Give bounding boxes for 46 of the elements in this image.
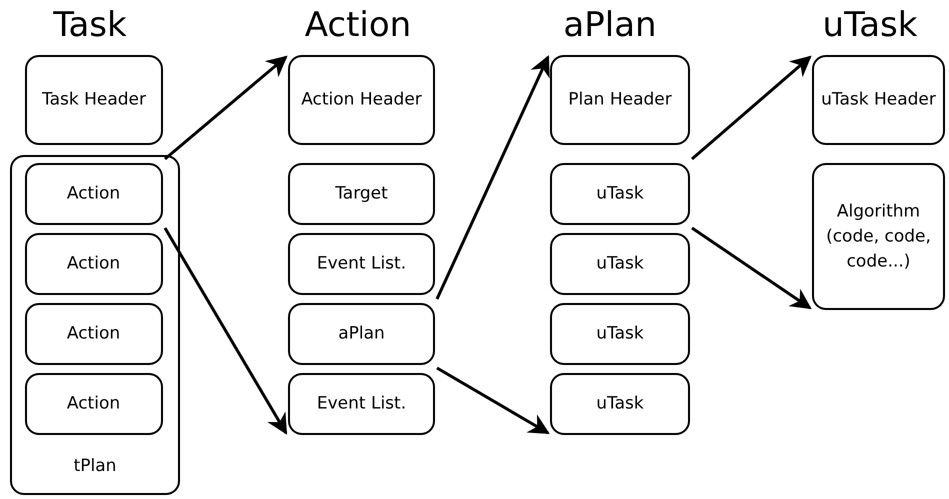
column-title: uTask [822, 5, 918, 45]
component-box [550, 373, 690, 435]
component-box [288, 55, 435, 145]
box-label: Event List. [316, 392, 408, 416]
box-label: Algorithm (code, code, code...) [825, 200, 932, 273]
arrow [691, 226, 812, 310]
component-box [24, 162, 162, 224]
component-box [550, 303, 690, 365]
component-box [288, 373, 435, 435]
arrow [436, 55, 550, 300]
column-title: Action [304, 5, 412, 45]
box-label: uTask [595, 392, 645, 416]
box-label: Plan Header [567, 88, 673, 112]
box-label: uTask Header [820, 88, 937, 112]
box-label: Action [66, 322, 122, 345]
arrow [436, 366, 550, 434]
arrow [691, 56, 812, 160]
box-label: uTask [595, 252, 645, 276]
column-title: Task [52, 5, 128, 45]
component-box [25, 55, 163, 145]
component-box [24, 372, 162, 434]
box-label: Event List. [316, 252, 408, 276]
box-label: uTask [595, 182, 645, 206]
component-box [24, 232, 162, 294]
container-box [10, 155, 180, 495]
arrow [164, 56, 288, 160]
box-label: tPlan [72, 455, 118, 478]
component-box [550, 55, 690, 145]
box-label: Action [66, 252, 122, 275]
component-box [288, 233, 435, 295]
column-title: aPlan [562, 5, 658, 45]
box-label: Action Header [300, 88, 423, 112]
component-box [550, 163, 690, 225]
component-box [812, 55, 945, 145]
component-box [812, 163, 945, 310]
component-box [24, 302, 162, 364]
component-box [550, 233, 690, 295]
box-label: Action [66, 182, 122, 205]
box-label: aPlan [337, 322, 386, 346]
component-box [288, 163, 435, 225]
box-label: Action [66, 392, 122, 415]
component-box [288, 303, 435, 365]
box-label: Task Header [41, 88, 147, 112]
box-label: uTask [595, 322, 645, 346]
box-label: Target [334, 182, 389, 206]
arrow [164, 227, 288, 435]
